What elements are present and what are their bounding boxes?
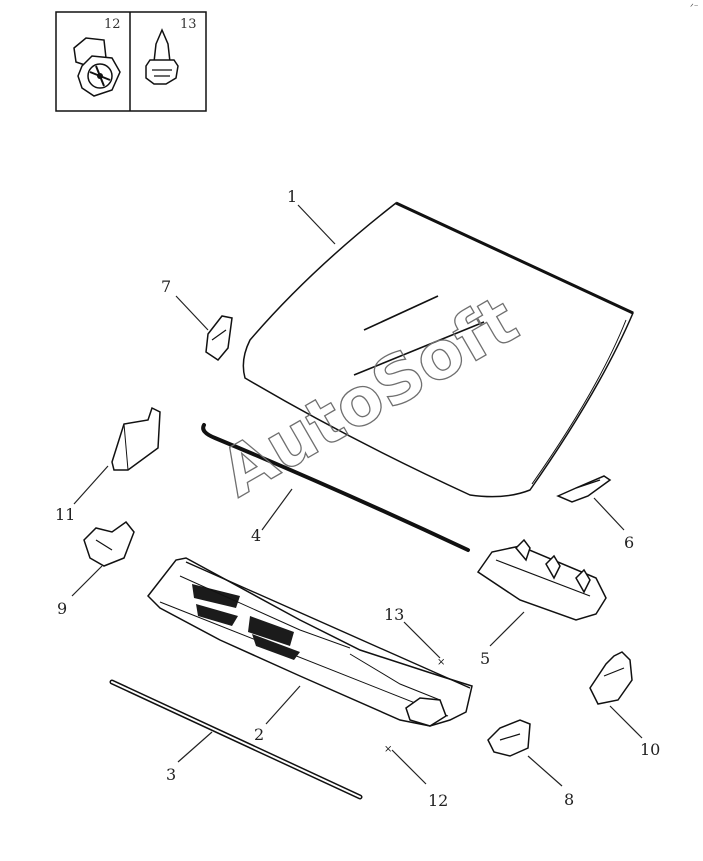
callout-9: 9 [57,599,67,618]
fastener-inset: 12 13 [55,11,207,112]
callout-8: 8 [564,790,574,809]
callout-3: 3 [166,765,176,784]
windshield-lower-seal [201,423,470,552]
callout-12: 12 [428,791,448,810]
clip-nut-icon [73,37,121,97]
clip-7 [205,315,233,361]
molding-strip [109,679,363,800]
callout-10: 10 [640,740,660,759]
inset-label-13: 13 [180,17,197,32]
fastener-mark-13: × [437,657,445,668]
push-pin-icon [145,28,179,85]
callout-13: 13 [384,605,404,624]
callout-6: 6 [624,533,634,552]
corner-mark: ᐟ⁻ [690,3,699,13]
clip-8 [487,719,531,757]
callout-2: 2 [254,725,264,744]
callout-5: 5 [480,649,490,668]
clip-6 [556,475,612,503]
windshield-glass [242,201,634,498]
fastener-mark-12: × [384,744,392,755]
cowl-panel [147,557,473,727]
callout-11: 11 [55,505,75,524]
inset-label-12: 12 [104,17,121,32]
callout-7: 7 [161,277,171,296]
callout-1: 1 [287,187,297,206]
bracket-11 [111,406,161,471]
callout-4: 4 [251,526,261,545]
cowl-bracket-5 [476,538,607,621]
clip-10 [589,651,633,705]
clip-9 [83,520,135,567]
